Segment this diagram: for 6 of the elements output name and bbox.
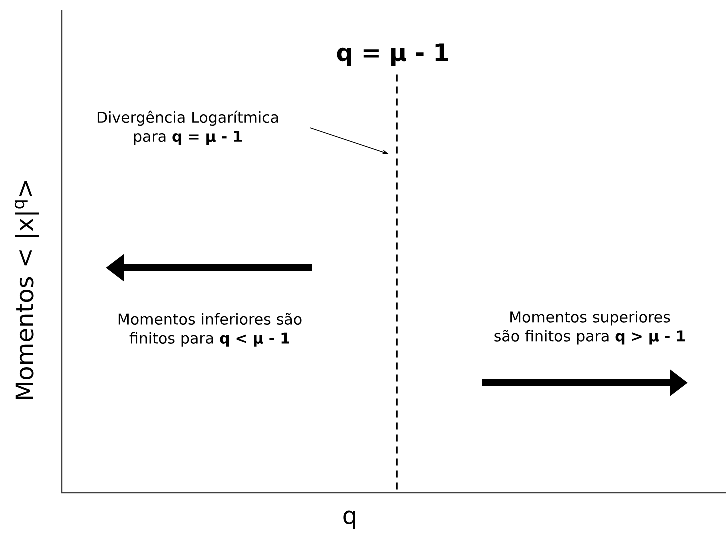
formula-label: q = μ - 1 — [337, 44, 448, 66]
region-text: Momentos inferiores são finitos para q < μ - 1 — [118, 313, 302, 347]
annotation-text: Divergência Logarítmica para q = μ - 1 — [98, 110, 278, 146]
axis-label: q — [344, 510, 356, 530]
axis-label: Momentos < |x|$^{q}$> — [14, 181, 40, 400]
region-text: Momentos superiores são finitos para q > μ - 1 — [494, 311, 686, 345]
